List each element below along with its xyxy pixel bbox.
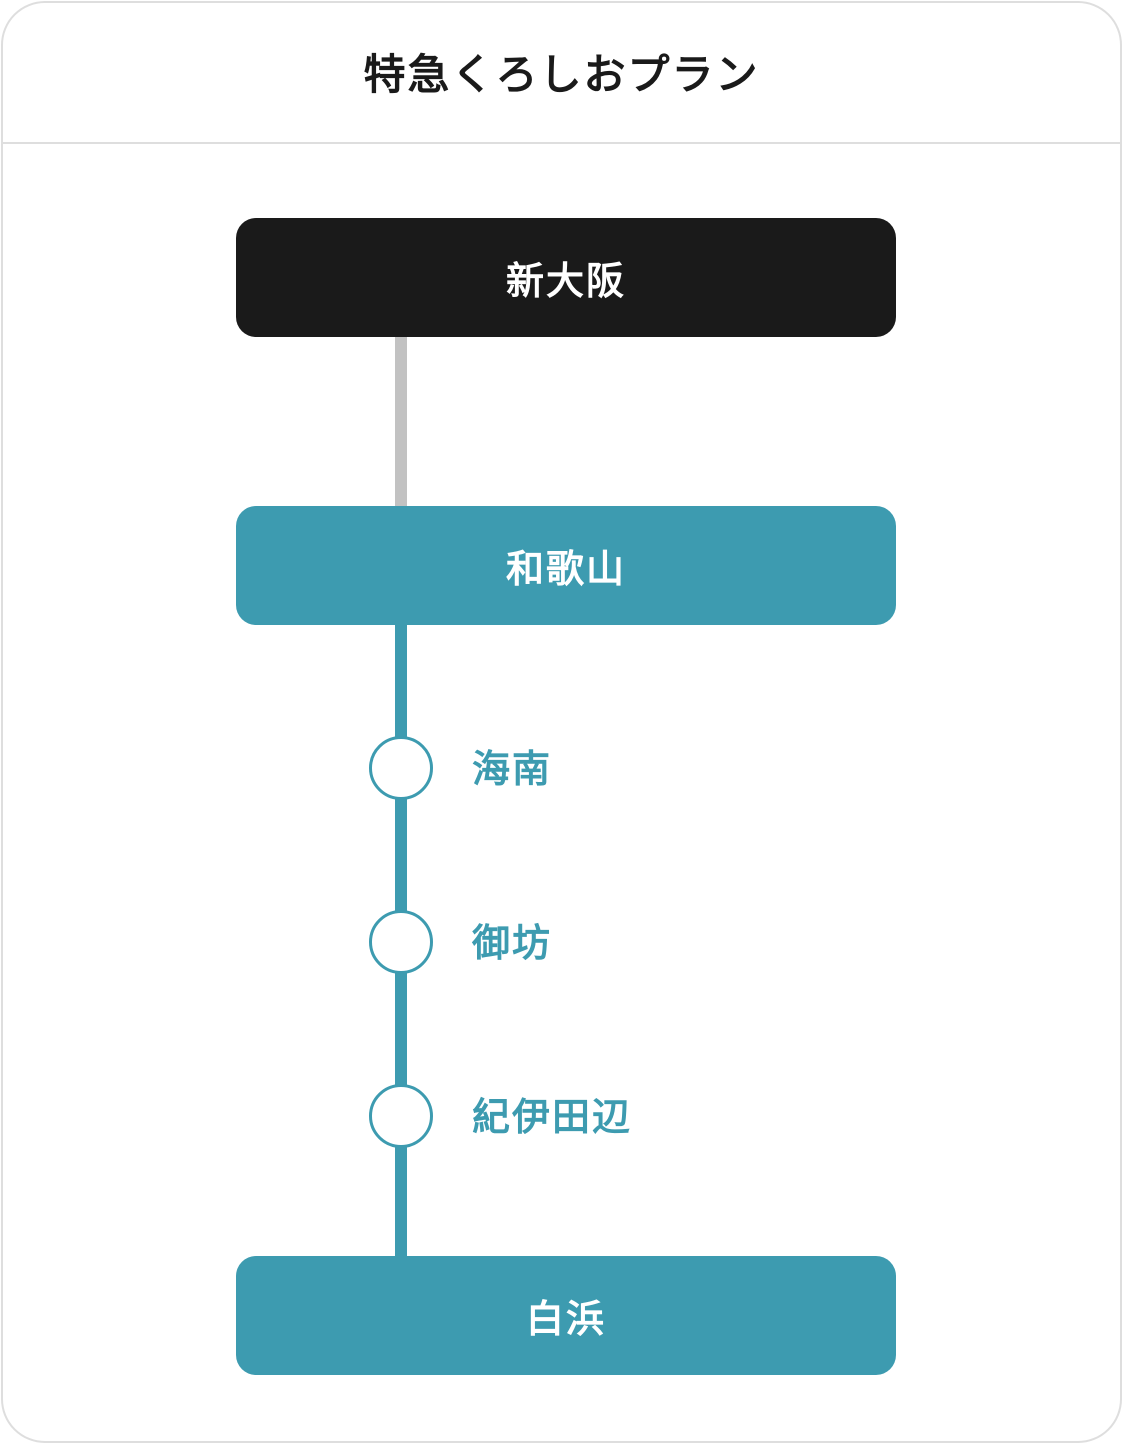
station-terminal-label: 白浜 [525, 1297, 606, 1341]
station-origin-label: 新大阪 [505, 259, 626, 303]
stop-marker [369, 736, 433, 800]
station-terminal: 白浜 [236, 1256, 896, 1375]
stop-marker [369, 910, 433, 974]
stop-label: 御坊 [472, 921, 553, 965]
station-transfer: 和歌山 [236, 506, 896, 625]
card-header: 特急くろしおプラン [3, 3, 1120, 144]
route-segment-gray [395, 336, 407, 509]
plan-title: 特急くろしおプラン [363, 50, 760, 99]
stop-marker [369, 1084, 433, 1148]
station-origin: 新大阪 [236, 218, 896, 337]
stop-label: 海南 [472, 747, 553, 791]
stop-label: 紀伊田辺 [472, 1095, 633, 1139]
station-transfer-label: 和歌山 [505, 547, 626, 591]
